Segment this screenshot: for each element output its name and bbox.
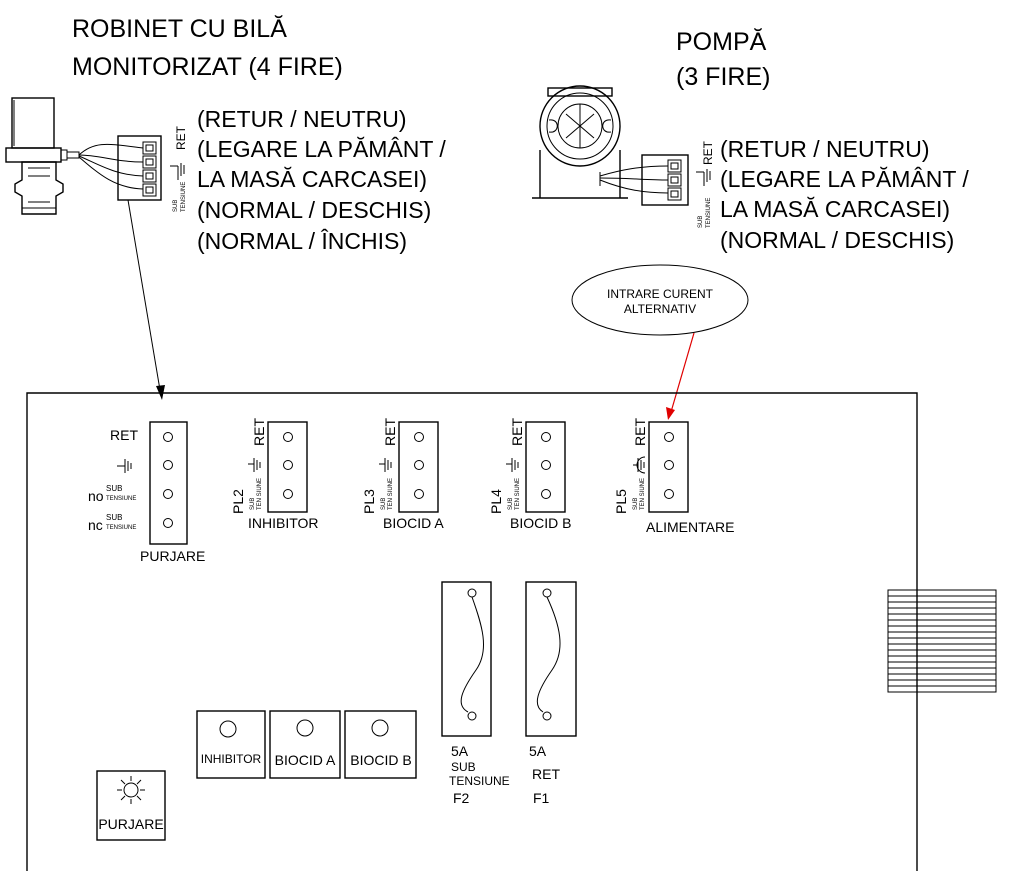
valve-note-4: (NORMAL / DESCHIS) xyxy=(197,197,431,223)
valve-title-line2: MONITORIZAT (4 FIRE) xyxy=(72,53,343,81)
pl4-ground-icon xyxy=(506,458,519,472)
purge-ret-pin-label: RET xyxy=(110,427,138,443)
purge-nc-pin-label: nc xyxy=(88,517,103,533)
pl5-tensiune: TEN SIUNE xyxy=(640,478,646,510)
ac-input-arrow-icon xyxy=(666,332,695,420)
controller-board-outline xyxy=(26,392,918,871)
pl3-id: PL3 xyxy=(361,489,377,514)
led-biocid-b-label: BIOCID B xyxy=(350,752,411,768)
purge-connector-label: PURJARE xyxy=(140,548,205,564)
valve-terminal-block xyxy=(117,135,162,201)
ball-valve-actuator-icon xyxy=(5,97,80,215)
pump-terminal-block xyxy=(641,154,689,206)
pl3-tensiune: TEN SIUNE xyxy=(388,478,394,510)
pl3-sub: SUB xyxy=(381,498,387,510)
pl4-label: BIOCID B xyxy=(510,515,571,531)
purge-indicator-label: PURJARE xyxy=(98,816,163,832)
led-inhibitor xyxy=(196,710,266,779)
fuse-f2-line2: TENSIUNE xyxy=(449,774,510,788)
pump-title-line1: POMPĂ xyxy=(676,27,767,56)
pump-note-1: (RETUR / NEUTRU) xyxy=(720,136,930,162)
pl5-sub: SUB xyxy=(633,498,639,510)
fuse-f1-line1: RET xyxy=(532,766,560,782)
pl2-ret-label: RET xyxy=(251,418,267,446)
pump-sub-code: SUB xyxy=(698,216,704,228)
pl5-protective-earth-icon xyxy=(633,456,646,474)
pump-note-2: (LEGARE LA PĂMÂNT / xyxy=(720,166,969,192)
purge-no-pin-label: no xyxy=(88,488,104,504)
fuse-f1-rating: 5A xyxy=(529,743,547,759)
fuse-f2-line1: SUB xyxy=(451,760,476,774)
valve-note-5: (NORMAL / ÎNCHIS) xyxy=(197,228,407,254)
pl5-id: PL5 xyxy=(613,489,629,514)
pump-note-4: (NORMAL / DESCHIS) xyxy=(720,227,954,253)
pl3-label: BIOCID A xyxy=(383,515,444,531)
pl4-id: PL4 xyxy=(488,489,504,514)
valve-to-board-arrow-icon xyxy=(127,199,165,400)
pl2-sub: SUB xyxy=(250,498,256,510)
valve-ret-code: RET xyxy=(174,125,188,150)
pl4-ret-label: RET xyxy=(509,418,525,446)
valve-ground-icon xyxy=(170,163,185,180)
valve-note-1: (RETUR / NEUTRU) xyxy=(197,106,407,132)
pump-tensiune-code: TENSIUNE xyxy=(706,198,712,228)
pl2-tensiune: TEN SIUNE xyxy=(257,478,263,510)
purge-nc-tensiune: TENSIUNE xyxy=(106,525,136,531)
valve-note-2: (LEGARE LA PĂMÂNT / xyxy=(197,136,446,162)
ac-input-callout: INTRARE CURENT ALTERNATIV xyxy=(571,264,749,336)
valve-note-3: LA MASĂ CARCASEI) xyxy=(197,166,427,192)
pump-note-3: LA MASĂ CARCASEI) xyxy=(720,196,950,222)
pl5-label: ALIMENTARE xyxy=(646,519,734,535)
pl5-ret-label: RET xyxy=(632,418,648,446)
led-biocid-b xyxy=(344,710,417,779)
pump-ground-icon xyxy=(696,169,711,186)
pl4-sub: SUB xyxy=(508,498,514,510)
purge-no-sub: SUB xyxy=(106,484,122,493)
pl2-connector xyxy=(267,421,308,513)
valve-wires xyxy=(78,143,144,190)
heatsink-icon xyxy=(887,589,997,693)
pl2-id: PL2 xyxy=(230,489,246,514)
fuse-f1 xyxy=(525,581,577,737)
pl3-connector xyxy=(398,421,439,513)
sun-light-icon xyxy=(117,776,145,804)
pl3-ret-label: RET xyxy=(382,418,398,446)
purge-no-tensiune: TENSIUNE xyxy=(106,496,136,502)
pump-title-line2: (3 FIRE) xyxy=(676,63,770,91)
valve-title-line1: ROBINET CU BILĂ xyxy=(72,14,287,43)
pl2-ground-icon xyxy=(248,458,261,472)
pump-wires xyxy=(599,165,669,194)
fuse-f1-id: F1 xyxy=(533,790,550,806)
pl3-ground-icon xyxy=(379,458,392,472)
ac-input-line1: INTRARE CURENT xyxy=(607,287,714,301)
purge-connector xyxy=(149,421,188,545)
led-biocid-a xyxy=(269,710,341,779)
valve-tensiune-code: TENSIUNE xyxy=(181,182,187,212)
pl2-label: INHIBITOR xyxy=(248,515,319,531)
led-biocid-a-label: BIOCID A xyxy=(275,752,336,768)
purge-ground-icon xyxy=(117,459,132,473)
valve-sub-code: SUB xyxy=(173,200,179,212)
pump-ret-code: RET xyxy=(701,140,715,165)
fuse-f2 xyxy=(441,581,492,737)
led-inhibitor-label: INHIBITOR xyxy=(201,752,262,766)
purge-indicator xyxy=(96,770,166,841)
fuse-f2-id: F2 xyxy=(453,790,470,806)
purge-nc-sub: SUB xyxy=(106,513,122,522)
pl4-tensiune: TEN SIUNE xyxy=(515,478,521,510)
pl5-connector xyxy=(648,421,689,513)
ac-input-line2: ALTERNATIV xyxy=(624,302,696,316)
pump-icon xyxy=(532,85,628,199)
pl4-connector xyxy=(525,421,566,513)
fuse-f2-rating: 5A xyxy=(451,743,469,759)
